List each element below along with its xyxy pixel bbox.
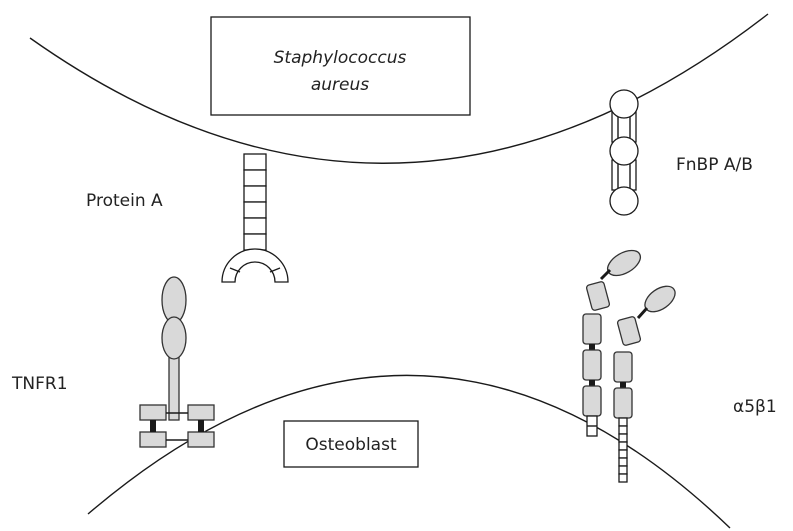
tnfr1-structure bbox=[140, 277, 214, 447]
bacterium-name-line2: aureus bbox=[311, 75, 369, 95]
integrin-structure bbox=[583, 245, 680, 482]
osteoblast-label-box: Osteoblast bbox=[284, 421, 418, 467]
bacterium-name-line1: Staphylococcus bbox=[274, 48, 407, 68]
fnbp-label: FnBP A/B bbox=[676, 155, 753, 175]
protein-a-structure bbox=[222, 154, 288, 282]
protein-a-label: Protein A bbox=[86, 191, 163, 211]
tnfr1-label: TNFR1 bbox=[11, 374, 68, 394]
integrin-label: α5β1 bbox=[733, 397, 777, 417]
osteoblast-name: Osteoblast bbox=[305, 435, 397, 455]
fnbp-structure bbox=[610, 90, 638, 215]
bacterium-label-box: Staphylococcus aureus bbox=[211, 17, 470, 115]
